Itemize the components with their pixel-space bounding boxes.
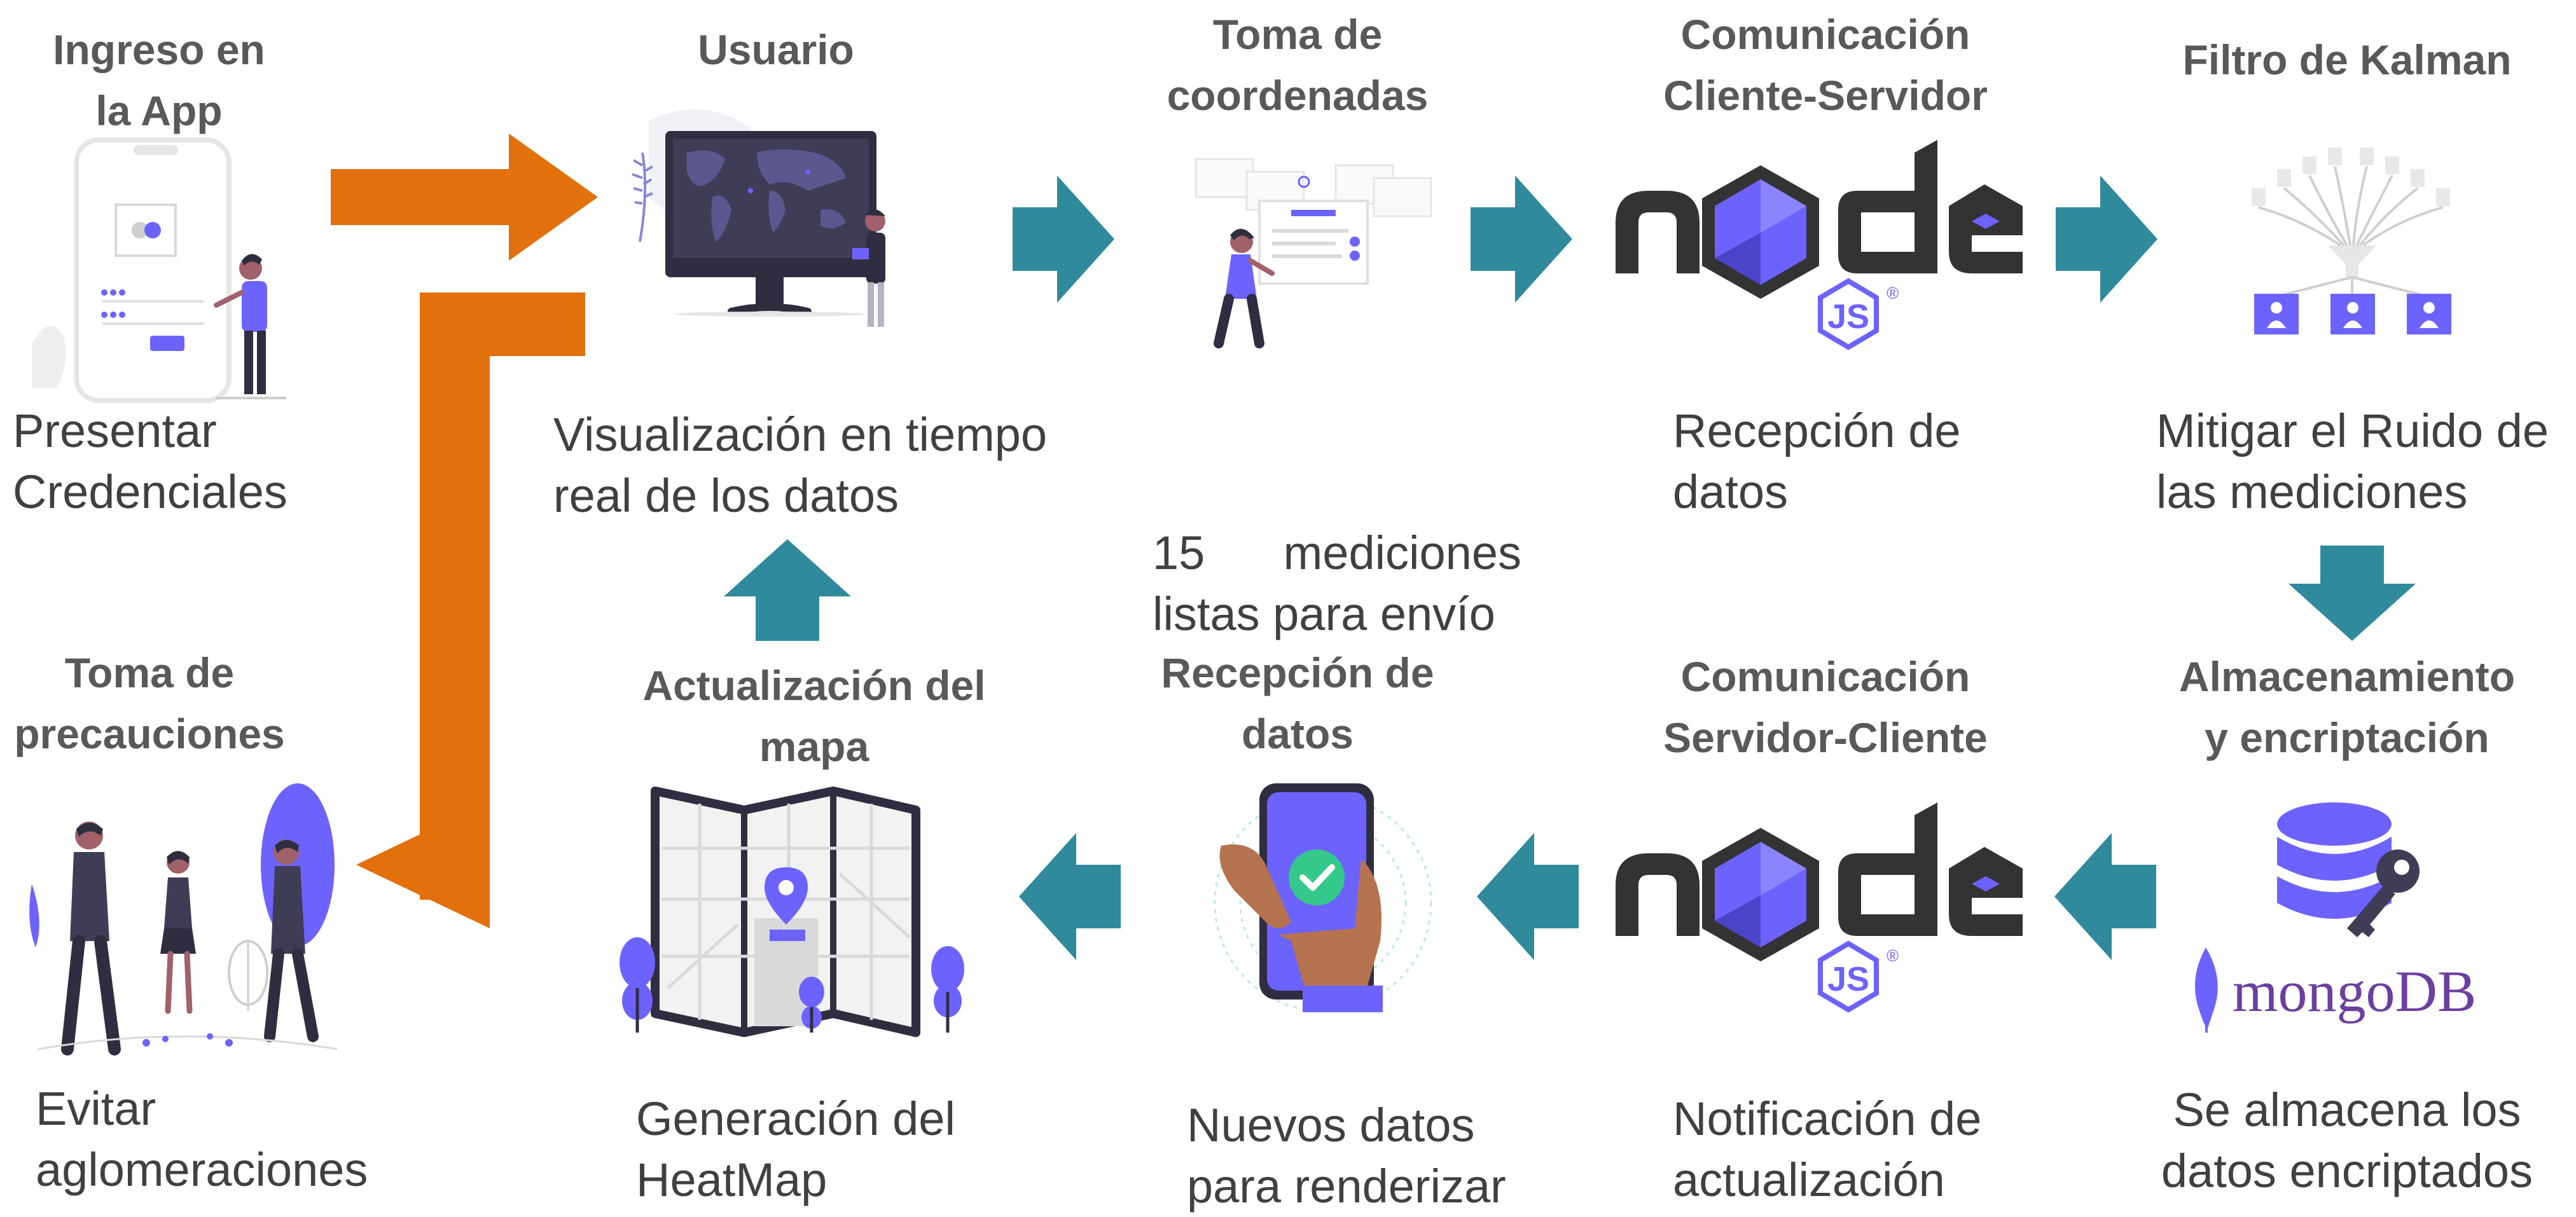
step-title-kalman: Filtro de Kalman — [2182, 36, 2512, 83]
svg-text:JS: JS — [1827, 960, 1869, 998]
phone-check-icon — [1214, 783, 1432, 1012]
nodejs-logo-icon: JS ® — [1616, 140, 2023, 350]
mongodb-logo-icon: mongoDB — [2194, 947, 2476, 1033]
orange-loop-arrow — [356, 292, 585, 928]
teal-arrow-down — [2289, 546, 2416, 641]
orange-arrow-right — [331, 134, 598, 261]
teal-arrow-up — [724, 539, 851, 641]
forms-icon — [1195, 158, 1432, 348]
teal-arrow-right-3 — [2056, 175, 2157, 303]
teal-arrow-left-3 — [1019, 833, 1121, 960]
step-title-usuario: Usuario — [698, 26, 854, 73]
nodejs-logo-icon: JS ® — [1616, 802, 2023, 1013]
svg-text:mongoDB: mongoDB — [2233, 959, 2476, 1024]
teal-arrow-left-1 — [2054, 833, 2156, 960]
database-key-icon — [2277, 802, 2420, 937]
map-pin-icon — [620, 787, 964, 1037]
teal-arrow-right-2 — [1471, 175, 1572, 303]
svg-text:®: ® — [1887, 284, 1899, 303]
people-walking-icon — [29, 783, 338, 1055]
svg-text:JS: JS — [1827, 298, 1869, 336]
monitor-map-icon — [632, 109, 885, 327]
teal-arrow-left-2 — [1477, 833, 1579, 960]
phone-login-icon — [32, 137, 286, 403]
teal-arrow-right-1 — [1013, 175, 1114, 303]
filter-funnel-icon — [2252, 148, 2451, 334]
svg-text:®: ® — [1887, 946, 1899, 965]
